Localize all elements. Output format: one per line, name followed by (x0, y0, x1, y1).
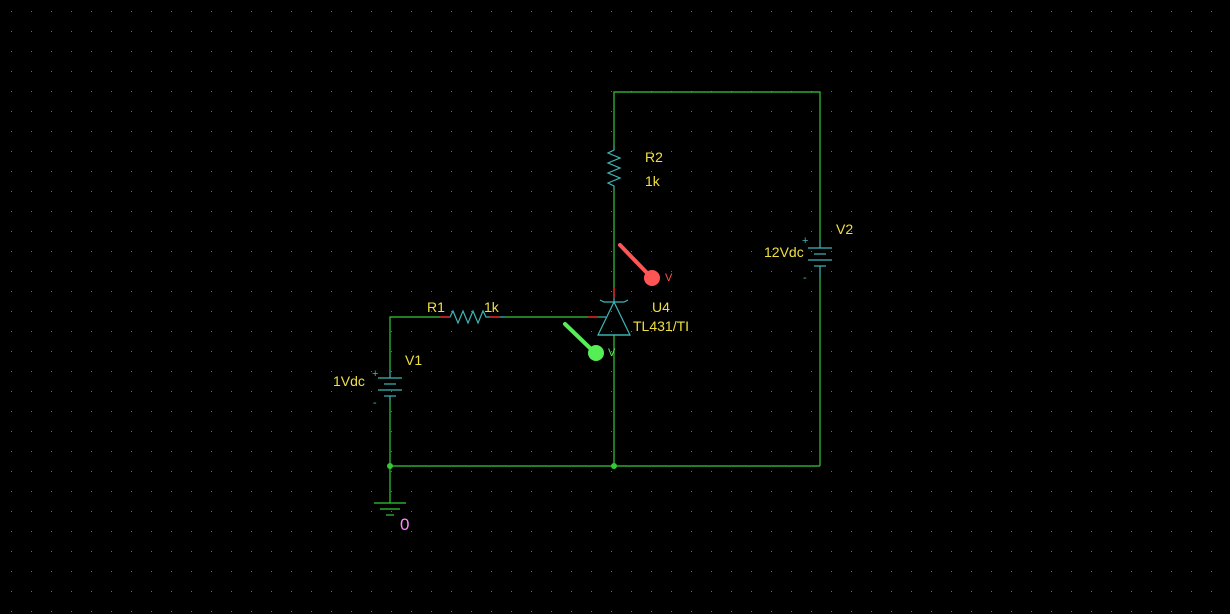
u4-value-label: TL431/TI (633, 318, 689, 334)
junction-mid (611, 463, 617, 469)
u4-ref-label: U4 (652, 299, 670, 315)
v2-ref-label: V2 (836, 221, 853, 237)
resistor-r2[interactable] (606, 145, 622, 190)
v1-minus-sign: - (373, 397, 377, 409)
shunt-regulator-u4[interactable] (597, 298, 631, 336)
r1-ref-label: R1 (427, 299, 445, 315)
r1-value-label: 1k (484, 299, 500, 315)
r2-ref-label: R2 (645, 149, 663, 165)
v2-minus-sign: - (803, 272, 807, 284)
voltage-probe-red[interactable] (618, 243, 660, 286)
ground-symbol[interactable] (374, 502, 406, 516)
v1-plus-sign: + (372, 368, 378, 380)
battery-v1[interactable] (378, 370, 402, 402)
u4-pin-ref[interactable] (588, 316, 598, 318)
voltage-probe-green[interactable] (563, 322, 604, 361)
v2-plus-sign: + (802, 235, 808, 247)
r1-pin-right[interactable] (490, 316, 500, 318)
r2-value-label: 1k (645, 173, 661, 189)
probe-red-label: V (665, 272, 673, 284)
v1-value-label: 1Vdc (333, 373, 365, 389)
ground-label: 0 (400, 515, 409, 534)
wire-top-loop[interactable] (613, 91, 821, 240)
u4-pin-cathode[interactable] (613, 288, 615, 298)
v2-value-label: 12Vdc (764, 244, 804, 260)
wires (389, 91, 821, 503)
resistor-r1[interactable] (440, 309, 505, 325)
r1-pin-left[interactable] (440, 316, 450, 318)
probe-green-label: V (608, 347, 616, 359)
battery-v2[interactable] (808, 240, 832, 278)
junction-left (387, 463, 393, 469)
wire-v1-to-r1[interactable] (389, 316, 440, 370)
grid-dots (11, 11, 1212, 612)
v1-ref-label: V1 (405, 352, 422, 368)
